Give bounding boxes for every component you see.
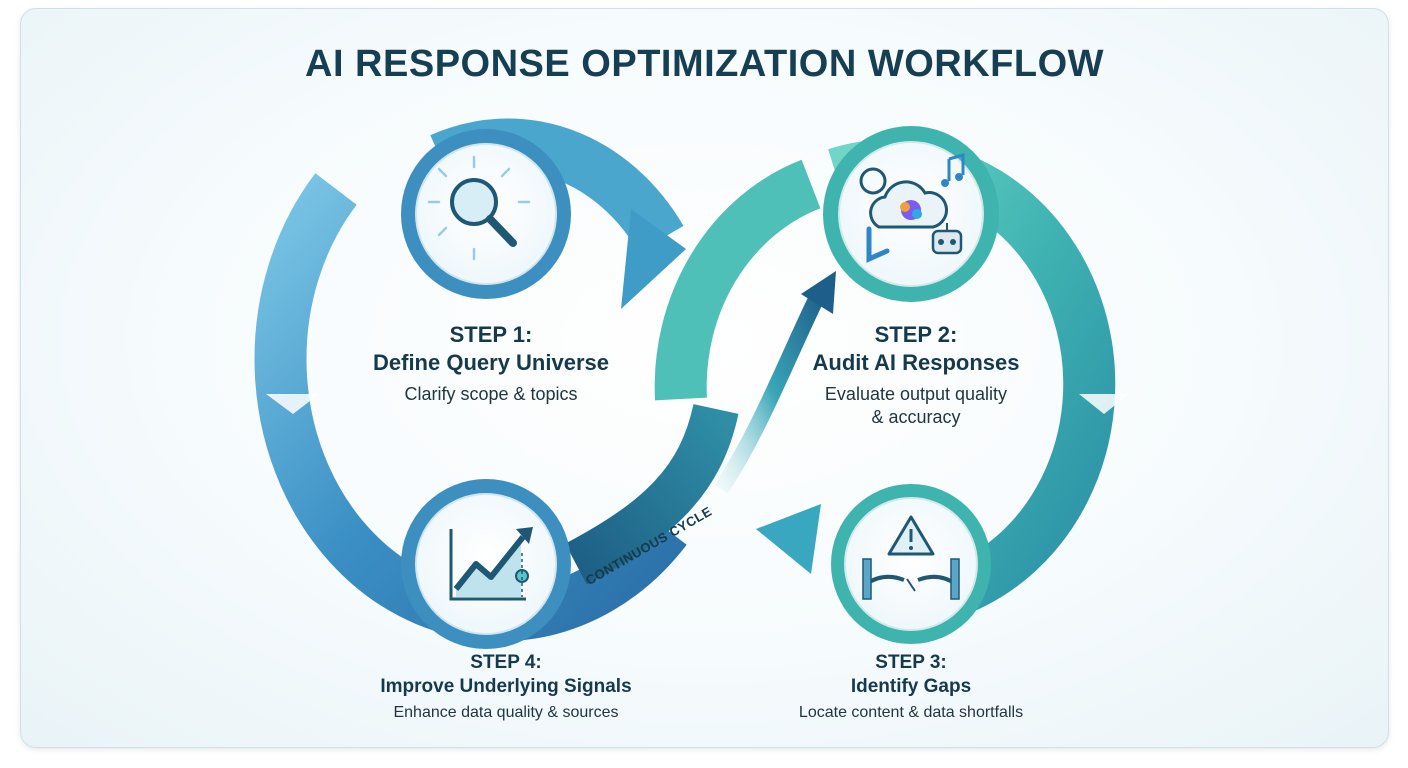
cross-band: [565, 271, 836, 585]
step3-description: Locate content & data shortfalls: [798, 704, 1024, 721]
step3-text: STEP 3: Identify Gaps Locate content & d…: [751, 651, 1071, 723]
step2-description: Evaluate output quality & accuracy: [756, 383, 1076, 429]
step2-text: STEP 2: Audit AI Responses Evaluate outp…: [756, 321, 1076, 429]
step1-description: Clarify scope & topics: [404, 384, 578, 404]
broken-bridge-warning-icon: [862, 515, 960, 600]
diagram-title: AI RESPONSE OPTIMIZATION WORKFLOW: [305, 43, 1104, 85]
step4-name: Improve Underlying Signals: [380, 676, 632, 697]
workflow-diagram: [254, 118, 1129, 649]
magnifier-icon: [427, 155, 531, 261]
step4-text: STEP 4: Improve Underlying Signals Enhan…: [341, 651, 671, 723]
step4-label: STEP 4:: [470, 652, 542, 673]
step3-label: STEP 3:: [875, 652, 947, 673]
step1-name: Define Query Universe: [373, 350, 609, 375]
step2-node: [823, 126, 999, 302]
growth-chart-icon: [449, 527, 533, 601]
step4-description: Enhance data quality & sources: [393, 704, 619, 721]
step1-text: STEP 1: Define Query Universe Clarify sc…: [341, 321, 641, 406]
step1-node: [401, 129, 571, 299]
step3-name: Identify Gaps: [850, 676, 972, 697]
step2-description-line2: & accuracy: [871, 407, 961, 427]
step4-node: [401, 479, 571, 649]
workflow-card: AI RESPONSE OPTIMIZATION WORKFLOW: [20, 8, 1389, 748]
step2-description-line1: Evaluate output quality: [824, 384, 1008, 404]
ai-platforms-icon: [859, 153, 965, 263]
step1-label: STEP 1:: [449, 322, 533, 347]
step3-node: [831, 484, 991, 644]
step2-label: STEP 2:: [874, 322, 958, 347]
step2-name: Audit AI Responses: [812, 350, 1020, 375]
